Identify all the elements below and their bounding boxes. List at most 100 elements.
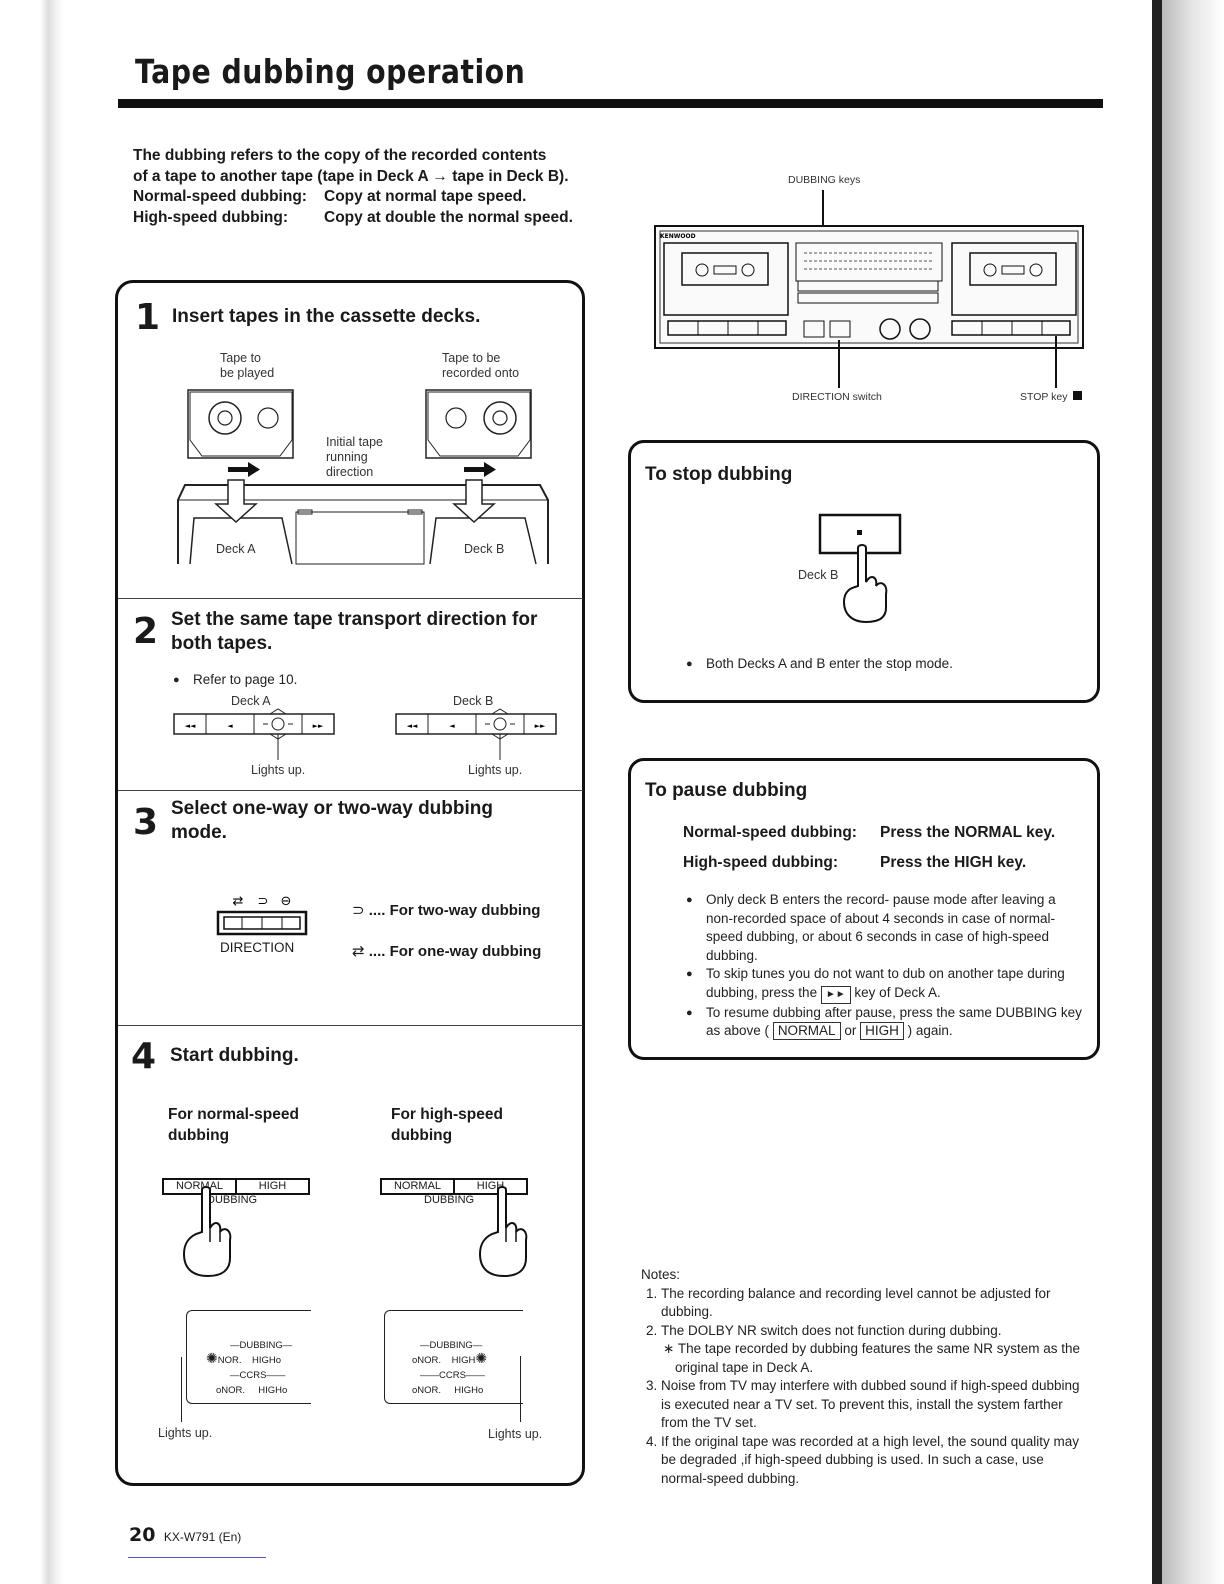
stop-square-icon bbox=[857, 530, 862, 535]
ind-ccrs: CCRS bbox=[439, 1370, 466, 1381]
step-1-heading: Insert tapes in the cassette decks. bbox=[172, 306, 481, 327]
knob-icons bbox=[803, 318, 931, 340]
deck-b-window bbox=[951, 242, 1077, 316]
ind-dubbing: DUBBING bbox=[239, 1340, 283, 1351]
pause-bullet-3-pre: To resume dubbing after pause, press the… bbox=[706, 1004, 1082, 1039]
center-display bbox=[795, 242, 943, 304]
tape-recorded-label: Tape to be recorded onto bbox=[442, 351, 520, 380]
dubbing-label-high: DUBBING bbox=[424, 1194, 475, 1206]
high-key: HIGH bbox=[258, 1180, 287, 1192]
intro-high-row: High-speed dubbing: Copy at double the n… bbox=[133, 208, 573, 229]
svg-text:◄: ◄ bbox=[449, 722, 455, 730]
pause-bullet-3: To resume dubbing after pause, press the… bbox=[684, 1004, 1086, 1041]
cassette-insert-illustration bbox=[177, 389, 549, 565]
cassette-b-icon bbox=[425, 389, 532, 459]
pause-bullet-3-or: or bbox=[844, 1023, 857, 1038]
high-key-ref: HIGH bbox=[860, 1022, 904, 1040]
callout-line bbox=[1055, 336, 1057, 388]
pause-bullet-1: Only deck B enters the record- pause mod… bbox=[684, 891, 1086, 965]
pause-bullet-3-post: ) again. bbox=[907, 1023, 953, 1038]
pause-rows: Normal-speed dubbing: Press the NORMAL k… bbox=[683, 818, 1083, 878]
callout-line bbox=[181, 1357, 182, 1422]
step-1-number: 1 bbox=[135, 297, 161, 338]
pause-row-high: High-speed dubbing: Press the HIGH key. bbox=[683, 848, 1083, 878]
stop-key-press-illustration bbox=[818, 513, 902, 624]
footer: 20 KX-W791 (En) bbox=[129, 1524, 241, 1546]
insert-arrow-icon bbox=[214, 479, 496, 524]
tape-played-label: Tape to be played bbox=[220, 351, 275, 380]
pause-bullet-2: To skip tunes you do not want to dub on … bbox=[684, 965, 1086, 1004]
pause-panel bbox=[628, 758, 1100, 1060]
one-way-text: .... For one-way dubbing bbox=[368, 943, 542, 960]
two-way-symbol-icon: ⊃ bbox=[352, 901, 365, 919]
step-2-heading-line1: Set the same tape transport direction fo… bbox=[171, 609, 538, 630]
intro-text: The dubbing refers to the copy of the re… bbox=[133, 146, 573, 228]
model-number: KX-W791 (En) bbox=[163, 1530, 242, 1544]
ind-dubbing: DUBBING bbox=[429, 1340, 473, 1351]
step2-deck-a-label: Deck A bbox=[231, 694, 271, 708]
intro-normal-label: Normal-speed dubbing: bbox=[133, 188, 307, 205]
one-way-line: ⇄ .... For one-way dubbing bbox=[352, 942, 541, 960]
high-speed-title: For high-speed dubbing bbox=[391, 1106, 503, 1144]
title-rule bbox=[118, 99, 1103, 108]
stop-bullets: Both Decks A and B enter the stop mode. bbox=[684, 655, 1084, 674]
lights-up-normal: Lights up. bbox=[158, 1426, 213, 1440]
note-sub-item: ∗ The tape recorded by dubbing features … bbox=[663, 1341, 1081, 1375]
stop-bullet: Both Decks A and B enter the stop mode. bbox=[684, 655, 1084, 674]
ind-high-2: HIGH bbox=[258, 1385, 282, 1396]
deck-b-transport-keys: ◄◄ ◄ ►► bbox=[395, 708, 557, 760]
two-way-text: .... For two-way dubbing bbox=[368, 902, 541, 919]
direction-note: Initial tape running direction bbox=[326, 435, 383, 479]
normal-key-ref: NORMAL bbox=[772, 1022, 841, 1040]
ind-high: HIGH bbox=[451, 1355, 476, 1366]
note-item: The DOLBY NR switch does not function du… bbox=[661, 1322, 1091, 1378]
brand-text: KENWOOD bbox=[660, 233, 696, 240]
intro-line-2: of a tape to another tape (tape in Deck … bbox=[133, 167, 569, 185]
step-2-bullets: Refer to page 10. bbox=[171, 671, 297, 690]
dubbing-label-normal: DUBBING bbox=[207, 1194, 258, 1206]
pause-high-label: High-speed dubbing: bbox=[683, 854, 838, 871]
notes-heading: Notes: bbox=[641, 1267, 681, 1282]
intro-high-text: Copy at double the normal speed. bbox=[324, 208, 573, 226]
step2-deck-b-label: Deck B bbox=[453, 694, 494, 708]
intro-normal-text: Copy at normal tape speed. bbox=[324, 188, 527, 205]
svg-text:►►: ►► bbox=[535, 722, 546, 730]
lights-up-high: Lights up. bbox=[488, 1427, 543, 1441]
step-3-number: 3 bbox=[133, 802, 159, 843]
step2-lights-up-a: Lights up. bbox=[251, 763, 306, 777]
step-3-heading-line1: Select one-way or two-way dubbing bbox=[171, 798, 493, 819]
step-2-bullet: Refer to page 10. bbox=[171, 671, 297, 690]
normal-key: NORMAL bbox=[164, 1180, 237, 1193]
page-number: 20 bbox=[129, 1524, 156, 1546]
ind-nor-2: NOR. bbox=[221, 1385, 246, 1396]
notes: Notes: The recording balance and recordi… bbox=[641, 1266, 1091, 1488]
direction-switch-label: DIRECTION switch bbox=[792, 391, 882, 403]
stop-panel bbox=[628, 440, 1100, 703]
note-item: Noise from TV may interfere with dubbed … bbox=[661, 1377, 1091, 1433]
stop-panel-heading: To stop dubbing bbox=[645, 464, 793, 485]
intro-normal-row: Normal-speed dubbing: Copy at normal tap… bbox=[133, 187, 573, 208]
fast-forward-key: ►► bbox=[820, 985, 851, 1004]
intro-high-label: High-speed dubbing: bbox=[133, 208, 288, 226]
pause-normal-text: Press the NORMAL key. bbox=[880, 824, 1056, 841]
indicator-text-normal: —DUBBING— ✺NOR. HIGHo —CCRS—— oNOR. HIGH… bbox=[206, 1340, 293, 1396]
stop-deck-label: Deck B bbox=[798, 568, 839, 582]
dubbing-key-strip-normal: NORMAL HIGH bbox=[162, 1178, 310, 1195]
direction-switch-illustration: ⇄ ⊃ ⊖ bbox=[216, 894, 308, 936]
transport-keys bbox=[667, 320, 1071, 336]
dubbing-keys-label: DUBBING keys bbox=[788, 174, 861, 186]
step1-deck-b-label: Deck B bbox=[464, 542, 505, 556]
svg-text:►►: ►► bbox=[313, 722, 324, 730]
one-way-icon: ⇄ bbox=[233, 894, 244, 909]
pause-high-text: Press the HIGH key. bbox=[880, 854, 1027, 871]
two-way-icon: ⊃ bbox=[258, 894, 269, 909]
pause-normal-label: Normal-speed dubbing: bbox=[683, 824, 857, 841]
ind-nor-2: NOR. bbox=[417, 1385, 442, 1396]
note-item: If the original tape was recorded at a h… bbox=[661, 1433, 1091, 1489]
dubbing-key-strip-high: NORMAL HIGH bbox=[380, 1178, 528, 1195]
page-edge bbox=[1152, 0, 1162, 1584]
ind-high-2: HIGH bbox=[454, 1385, 478, 1396]
svg-text:◄◄: ◄◄ bbox=[407, 722, 418, 730]
pause-bullets: Only deck B enters the record- pause mod… bbox=[684, 891, 1086, 1041]
deck-a-window bbox=[663, 242, 789, 316]
